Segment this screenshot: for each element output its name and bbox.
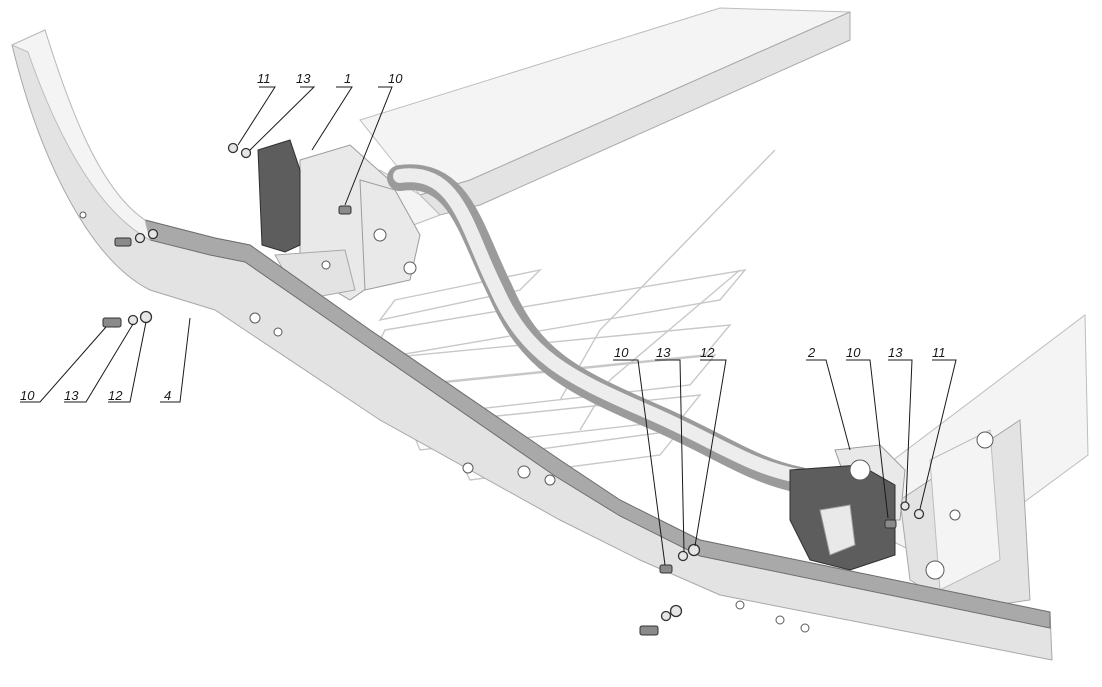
bolt-10-rail (114, 237, 132, 247)
callout-11-right: 11 (932, 345, 946, 360)
callout-2: 2 (807, 345, 816, 360)
callout-12-mid: 12 (700, 345, 715, 360)
washer-13-lower (660, 610, 672, 622)
bolt-10-top (338, 205, 352, 215)
right-frame-section (879, 314, 1089, 611)
callout-4: 4 (164, 388, 171, 403)
nut-11-top (227, 142, 239, 154)
washer-12-left (139, 310, 153, 324)
callout-13-right: 13 (888, 345, 903, 360)
washer-12-mid (687, 543, 701, 557)
callout-13-top: 13 (296, 71, 311, 86)
callout-10-top: 10 (388, 71, 403, 86)
leader-lines (20, 86, 957, 566)
nut-11-right (913, 508, 925, 520)
washer-13-top (240, 147, 252, 159)
callout-10-mid: 10 (614, 345, 629, 360)
washer-rail-a (134, 232, 146, 244)
callout-1: 1 (344, 71, 351, 86)
bolt-10-lower (639, 625, 659, 636)
callout-10-left: 10 (20, 388, 35, 403)
main-side-rail (10, 29, 1053, 661)
callout-13-mid: 13 (656, 345, 671, 360)
washer-13-left (127, 314, 139, 326)
washer-13-mid (677, 550, 689, 562)
bolt-10-right (884, 519, 897, 529)
fasteners (102, 142, 925, 636)
callout-labels: 11 13 1 10 10 13 12 4 10 13 12 2 10 13 1… (20, 71, 946, 403)
bolt-10-left (102, 317, 122, 328)
bolt-10-mid (659, 564, 673, 574)
callout-10-right: 10 (846, 345, 861, 360)
washer-rail-b (147, 228, 159, 240)
right-bracket-assembly (789, 444, 906, 571)
callout-11-top: 11 (257, 71, 271, 86)
washer-13-right (900, 501, 910, 511)
stabilizer-tube (387, 164, 813, 493)
washer-12-lower (669, 604, 683, 618)
callout-13-left: 13 (64, 388, 79, 403)
callout-12-left: 12 (108, 388, 123, 403)
